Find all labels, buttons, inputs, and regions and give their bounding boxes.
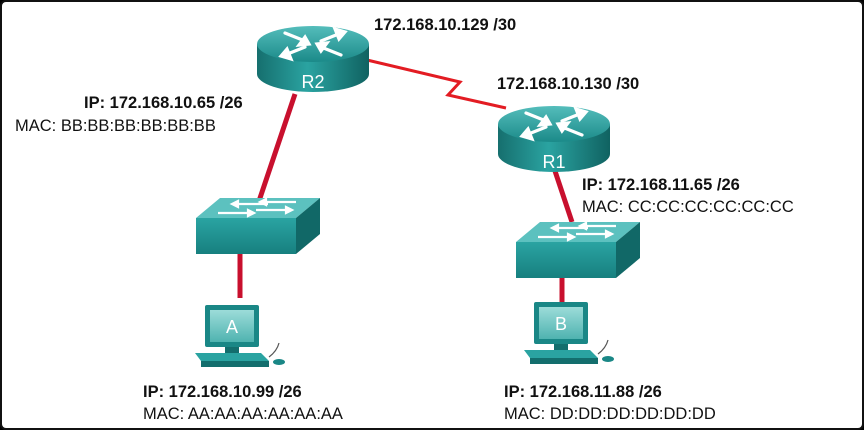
pc-a: A [194, 304, 286, 368]
pc-a-ip-label: IP: 172.168.10.99 /26 [143, 383, 302, 401]
switch-left [194, 196, 322, 256]
pc-a-label: A [226, 317, 238, 337]
router-r1: R1 [496, 104, 612, 174]
r1-mac-label: MAC: CC:CC:CC:CC:CC:CC [582, 198, 794, 216]
switch-icon [514, 220, 642, 280]
pc-icon [523, 301, 615, 365]
pc-b-label: B [555, 314, 567, 334]
ethernet-link-r1-switch [551, 167, 575, 223]
r2-mac-label: MAC: BB:BB:BB:BB:BB:BB [15, 117, 216, 135]
switch-icon [194, 196, 322, 256]
pc-b-ip-label: IP: 172.168.11.88 /26 [504, 383, 662, 401]
router-r1-label: R1 [542, 152, 565, 172]
r1-ip-label: IP: 172.168.11.65 /26 [582, 176, 740, 194]
r2-serial-address: 172.168.10.129 /30 [374, 16, 517, 34]
pc-b-mac-label: MAC: DD:DD:DD:DD:DD:DD [504, 405, 716, 423]
router-r2: R2 [255, 24, 371, 94]
pc-icon [194, 304, 286, 368]
switch-right [514, 220, 642, 280]
r2-ip-label: IP: 172.168.10.65 /26 [84, 94, 243, 112]
router-r2-label: R2 [301, 72, 324, 92]
r1-serial-address: 172.168.10.130 /30 [497, 75, 640, 93]
pc-b: B [523, 301, 615, 365]
serial-link-r2-r1 [366, 58, 507, 110]
ethernet-link-r2-switch [255, 93, 298, 205]
pc-a-mac-label: MAC: AA:AA:AA:AA:AA:AA [143, 405, 343, 423]
